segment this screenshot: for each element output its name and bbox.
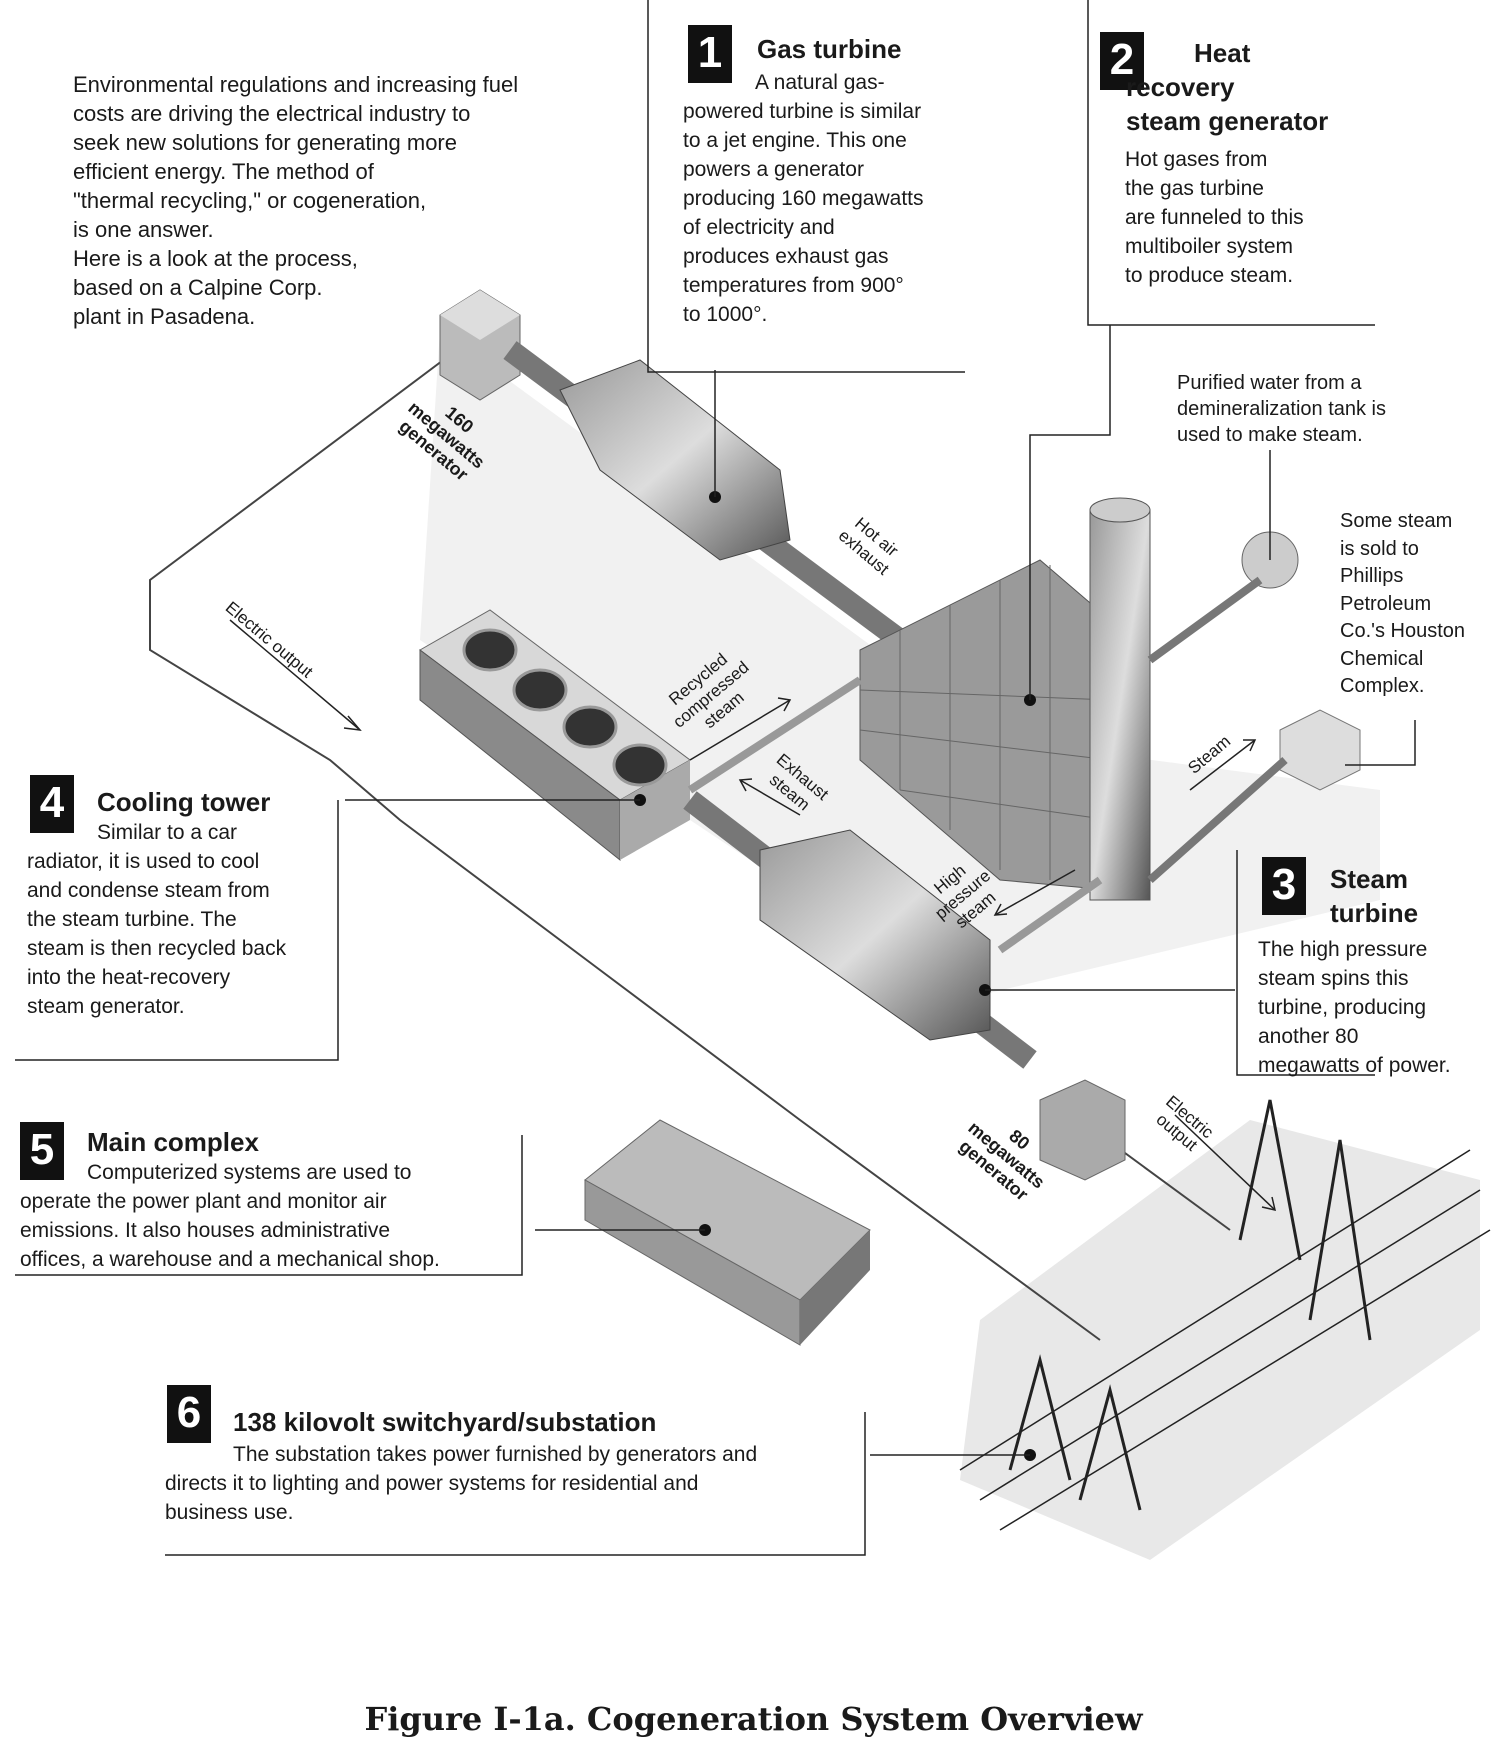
callout-title: Heat recovery steam generator: [1126, 38, 1329, 136]
gas-turbine: [559, 359, 791, 561]
callout-title: Cooling tower: [97, 787, 271, 817]
callout-body: Computerized systems are used to operate…: [20, 1161, 440, 1271]
callout-number: 5: [20, 1122, 64, 1180]
main-complex: [584, 1119, 871, 1346]
generator-80mw: [1039, 1079, 1126, 1181]
note-steam-sold: Some steam is sold to Phillips Petroleum…: [1340, 510, 1465, 697]
steam-export-box: [1279, 709, 1361, 791]
note-purified-water: Purified water from a demineralization t…: [1177, 372, 1386, 446]
exhaust-stack: [1089, 509, 1151, 901]
callout-body: Hot gases from the gas turbine are funne…: [1125, 148, 1304, 287]
callout-title: Gas turbine: [757, 34, 902, 64]
callout-number: 4: [30, 775, 74, 833]
steam-turbine: [759, 829, 991, 1041]
transmission-towers: [959, 1099, 1491, 1531]
callout-title: Steam turbine: [1330, 864, 1419, 928]
callout-title: 138 kilovolt switchyard/substation: [233, 1407, 657, 1437]
figure-caption: Figure I-1a. Cogeneration System Overvie…: [364, 1700, 1143, 1738]
callout-number: 6: [167, 1385, 211, 1443]
callout-number: 1: [688, 25, 732, 83]
power-line-160: [149, 339, 1101, 1341]
callout-body: The high pressure steam spins this turbi…: [1258, 938, 1451, 1077]
cooling-tower: [419, 609, 691, 862]
callout-body: Similar to a car radiator, it is used to…: [27, 821, 287, 1018]
callout-number: 3: [1262, 857, 1306, 915]
intro-text: Environmental regulations and increasing…: [73, 72, 519, 329]
generator-160mw: [439, 289, 521, 401]
callout-title: Main complex: [87, 1127, 259, 1157]
callout-number: 2: [1100, 32, 1144, 90]
callout-body: A natural gas- powered turbine is simila…: [683, 71, 924, 326]
switchyard-ground: [960, 1120, 1480, 1560]
callout-body: The substation takes power furnished by …: [165, 1443, 758, 1524]
